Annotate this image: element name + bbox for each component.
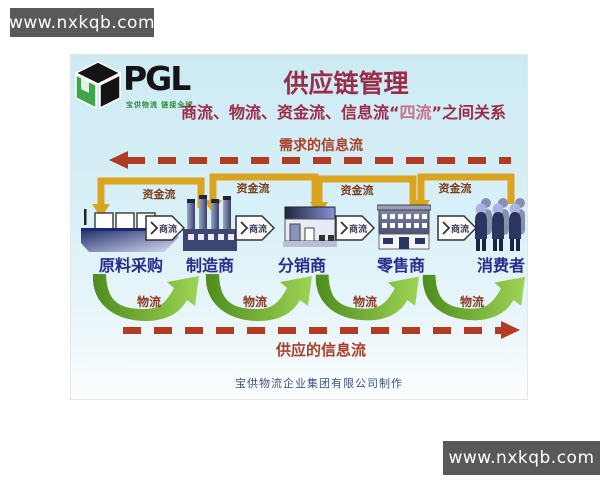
subtitle-highlight: 四流: [399, 103, 432, 122]
pgl-logo-tagline: 宝供物流 链接全球: [126, 101, 194, 109]
diagram-title: 供应链管理: [283, 69, 409, 98]
entity-label-raw-material: 原料采购: [98, 256, 163, 275]
subtitle-prefix: 商流、物流、资金流、信息流“: [180, 103, 400, 122]
capital-flow-arrows-icon: [92, 173, 515, 218]
business-flow-chevron-4: 商流: [437, 215, 478, 241]
supply-arrowhead-right-icon: [501, 321, 520, 339]
demand-dashed-arrow: [127, 157, 511, 164]
business-flow-chevron-1: 商流: [145, 215, 186, 241]
credit-line: 宝供物流企业集团有限公司制作: [235, 377, 403, 390]
logistics-swoosh-icon-2: [205, 274, 312, 321]
entity-label-retailer: 零售商: [376, 256, 425, 275]
capital-flow-label-4: 资金流: [438, 182, 472, 195]
watermark-url-top: www.nxkqb.com: [8, 12, 156, 33]
warehouse-icon: [283, 206, 337, 247]
diagram-subtitle: 商流、物流、资金流、信息流“四流”之间关系: [166, 99, 521, 123]
logistics-swoosh-icon-4: [422, 274, 526, 321]
capital-flow-label-2: 资金流: [236, 182, 270, 195]
business-flow-chevron-3: 商流: [335, 215, 376, 241]
chevron-banner-icon: [437, 215, 478, 241]
capital-flow-label-3: 资金流: [340, 184, 374, 197]
subtitle-suffix: ”之间关系: [431, 103, 507, 122]
business-flow-label: 商流: [159, 225, 178, 235]
supply-dashed-arrow: [123, 327, 503, 334]
chevron-banner-icon: [145, 215, 186, 241]
pgl-cube-icon: [75, 61, 121, 109]
supply-chain-diagram: PGL 宝供物流 链接全球 供应链管理 商流、物流、资金流、信息流“四流”之间关…: [70, 54, 528, 400]
supply-info-flow-label: 供应的信息流: [275, 341, 366, 359]
watermark-bar-bottom: www.nxkqb.com: [443, 441, 600, 475]
business-flow-label: 商流: [349, 225, 368, 235]
logistics-label-1: 物流: [136, 295, 161, 309]
demand-arrowhead-left-icon: [109, 151, 128, 169]
consumers-icon: [475, 198, 525, 251]
business-flow-label: 商流: [249, 225, 268, 235]
business-flow-chevron-2: 商流: [235, 215, 276, 241]
entity-label-manufacturer: 制造商: [185, 256, 234, 275]
watermark-url-bottom: www.nxkqb.com: [448, 448, 595, 468]
chevron-banner-icon: [235, 215, 276, 241]
factory-icon: [183, 195, 237, 251]
demand-info-flow-label: 需求的信息流: [279, 138, 363, 154]
capital-flow-label-1: 资金流: [142, 188, 176, 201]
logistics-label-4: 物流: [459, 295, 484, 309]
logistics-label-2: 物流: [242, 295, 267, 309]
store-icon: [377, 204, 431, 250]
pgl-logo-text: PGL: [123, 59, 191, 98]
entity-label-distributor: 分销商: [277, 256, 326, 275]
watermark-bar-top: www.nxkqb.com: [8, 8, 156, 37]
logistics-label-3: 物流: [352, 295, 377, 309]
logistics-swoosh-icon-1: [92, 274, 199, 321]
chevron-banner-icon: [335, 215, 376, 241]
entity-label-consumer: 消费者: [476, 256, 525, 275]
logistics-swoosh-icon-3: [315, 274, 420, 321]
business-flow-label: 商流: [451, 225, 470, 235]
